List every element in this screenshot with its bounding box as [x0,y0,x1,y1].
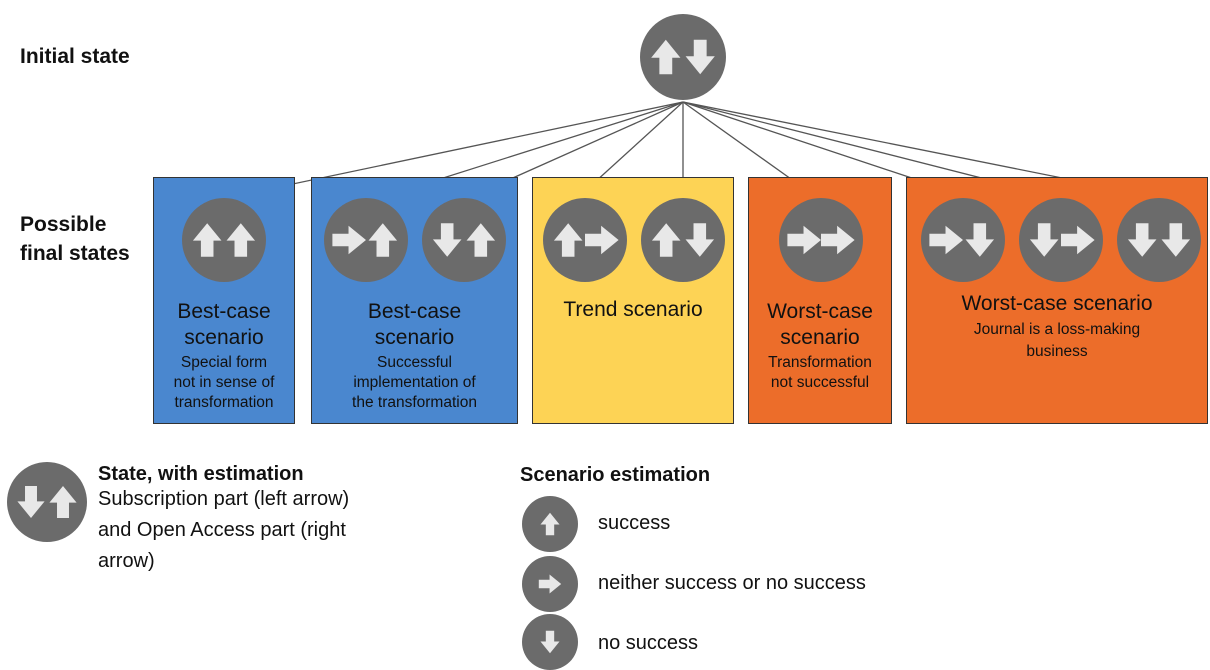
legend-scenario-title: Scenario estimation [520,464,711,486]
legend-state-line1: Subscription part (left arrow) [98,488,350,510]
scenario-box-trend: Trend scenario [532,177,734,424]
scenario-box-worst-case-loss: Worst-case scenario Journal is a loss-ma… [906,177,1208,424]
box-title-line2: scenario [374,326,455,349]
arrow-glyphs [538,574,562,594]
scenario-box-worst-case-transformation: Worst-case scenario Transformation not s… [748,177,892,424]
box-title: Trend scenario [563,298,703,321]
box-title: Worst-case scenario [961,292,1153,315]
down-arrow-icon [685,39,715,75]
no-success-icon [522,614,578,670]
arrow-glyphs [929,223,995,257]
box-desc-line3: transformation [174,394,274,411]
box-desc-line2: business [1026,343,1088,360]
box-title-line2: scenario [184,326,264,349]
state-up-up-icon [182,198,266,282]
right-arrow-icon [1061,225,1095,255]
arrow-glyphs [651,223,715,257]
arrow-glyphs [332,223,398,257]
initial-state-icon [640,14,726,100]
up-arrow-icon [226,223,256,257]
legend-state-line3: arrow) [98,550,155,572]
down-arrow-icon [1029,223,1059,257]
right-arrow-icon [929,225,963,255]
arrow-glyphs [1127,223,1191,257]
legend-state-line2: and Open Access part (right [98,519,346,541]
right-arrow-icon [332,225,366,255]
box-title-line1: Worst-case [767,300,873,323]
box-desc-line2: not successful [770,374,870,391]
right-arrow-icon [821,225,855,255]
right-arrow-icon [538,574,562,594]
initial-state-label: Initial state [20,45,130,68]
state-right-up-icon [324,198,408,282]
state-up-down-icon [641,198,725,282]
up-arrow-icon [651,223,681,257]
arrow-glyphs [540,630,560,654]
box-desc-line1: Successful [377,354,452,371]
state-up-right-icon [543,198,627,282]
state-down-right-icon [1019,198,1103,282]
state-right-right-icon [779,198,863,282]
right-arrow-icon [585,225,619,255]
state-down-up-icon [422,198,506,282]
box-desc-line3: the transformation [352,394,477,411]
down-arrow-icon [17,486,45,518]
up-arrow-icon [540,512,560,536]
box-desc-line1: Special form [180,354,268,371]
success-icon [522,496,578,552]
legend-success-label: success [598,512,671,534]
box-title-line1: Best-case [367,300,462,323]
down-arrow-icon [432,223,462,257]
legend-no-success-label: no success [598,632,699,654]
arrow-glyphs [651,39,715,75]
scenario-box-best-case-successful: Best-case scenario Successful implementa… [311,177,518,424]
up-arrow-icon [49,486,77,518]
connector-arrow [225,101,684,201]
arrow-glyphs [540,512,560,536]
up-arrow-icon [192,223,222,257]
legend-state-icon [7,462,87,542]
down-arrow-icon [1161,223,1191,257]
arrow-glyphs [1029,223,1095,257]
possible-final-states-label-line1: Possible [20,213,107,236]
neither-success-icon [522,556,578,612]
box-title-line2: scenario [780,326,860,349]
arrow-glyphs [432,223,496,257]
arrow-glyphs [553,223,619,257]
up-arrow-icon [651,39,681,75]
up-arrow-icon [466,223,496,257]
state-right-down-icon [921,198,1005,282]
arrow-glyphs [192,223,256,257]
up-arrow-icon [553,223,583,257]
up-arrow-icon [368,223,398,257]
box-desc-line2: implementation of [353,374,476,391]
down-arrow-icon [1127,223,1157,257]
right-arrow-icon [787,225,821,255]
box-desc-line1: Transformation [768,354,872,371]
legend-state-title: State, with estimation [98,463,304,485]
down-arrow-icon [965,223,995,257]
scenario-box-best-case-special: Best-case scenario Special form not in s… [153,177,295,424]
box-desc-line1: Journal is a loss-making [973,321,1141,338]
box-desc-line2: not in sense of [173,374,275,391]
down-arrow-icon [540,630,560,654]
state-down-down-icon [1117,198,1201,282]
arrow-glyphs [17,486,77,518]
box-title-line1: Best-case [177,300,271,323]
down-arrow-icon [685,223,715,257]
legend-neither-label: neither success or no success [598,572,866,594]
possible-final-states-label-line2: final states [20,242,130,265]
arrow-glyphs [787,225,855,255]
